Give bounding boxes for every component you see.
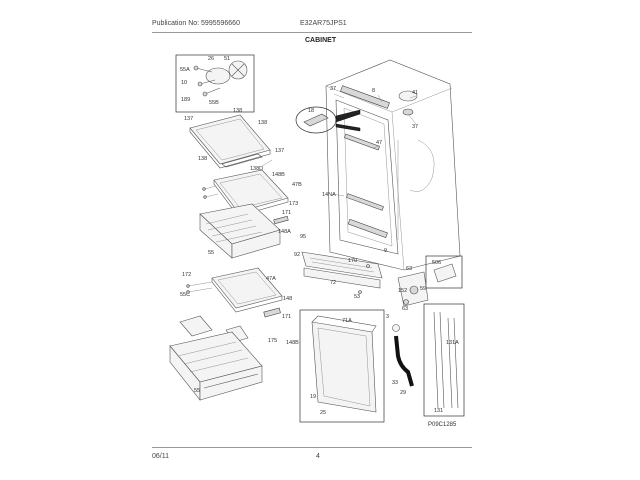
drain-hose [394, 335, 414, 387]
page-number: 4 [316, 453, 320, 460]
callout-55b: 55B [209, 100, 219, 106]
callout-189: 189 [181, 97, 190, 103]
callout-175: 175 [268, 338, 277, 344]
callout-19: 19 [310, 394, 316, 400]
callout-9: 9 [384, 248, 387, 254]
callout-148: 148 [283, 296, 292, 302]
footer-rule [152, 447, 472, 448]
footer-date: 06/11 [152, 453, 169, 460]
callout-171b: 171 [282, 314, 291, 320]
callout-25: 25 [320, 410, 326, 416]
callout-148b-lower: 148B [286, 340, 299, 346]
model-number: E32AR75JPS1 [300, 20, 347, 27]
callout-63a: 63 [406, 266, 412, 272]
callout-47: 47 [376, 140, 382, 146]
header-rule [152, 32, 472, 33]
section-title: CABINET [305, 37, 337, 44]
inset-detail-506: 506 [425, 255, 463, 289]
callout-506: 506 [432, 260, 441, 266]
figure-code: P09C1285 [428, 422, 457, 428]
callout-137a: 137 [184, 116, 193, 122]
leveler-bracket: 152 59 63 [397, 271, 429, 312]
callout-47a: 47A [266, 276, 276, 282]
callout-148b-upper: 148B [272, 172, 285, 178]
callout-3: 3 [386, 314, 389, 320]
callout-51: 51 [224, 56, 230, 62]
callout-47b: 47B [292, 182, 302, 188]
callout-8: 8 [372, 88, 375, 94]
publication-number: Publication No: 5995596660 [152, 20, 240, 27]
callout-37b: 37 [412, 124, 418, 130]
inset-trim-strips: 131A 131 [423, 303, 465, 417]
callout-172: 172 [182, 272, 191, 278]
callout-137b: 137 [275, 148, 284, 154]
callout-72: 72 [330, 280, 336, 286]
callout-71a: 71A [342, 318, 352, 324]
crisper-drawer-lower: 172 47A 148 55C 171 175 148B 55 [169, 267, 299, 401]
callout-131: 131 [434, 408, 443, 414]
callout-148a: 148A [278, 229, 291, 235]
callout-55: 55 [208, 250, 214, 256]
callout-171a: 171 [282, 210, 291, 216]
toe-grille-170: 92 170 72 53 63 [294, 251, 412, 300]
callout-138a: 138 [233, 108, 242, 114]
crisper-drawer-upper: 47B 173 171 55 148A [199, 169, 302, 259]
callout-29: 29 [400, 390, 406, 396]
callout-10: 10 [181, 80, 187, 86]
callout-18: 18 [308, 108, 314, 114]
drain-tube: 3 33 29 [386, 314, 414, 396]
cabinet-body: 37 8 41 37 47 14NA 95 9 [300, 59, 461, 271]
callout-14na: 14NA [322, 192, 336, 198]
callout-138: 138 [198, 156, 207, 162]
callout-173: 173 [289, 201, 298, 207]
callout-55a: 55A [180, 67, 190, 73]
callout-33: 33 [392, 380, 398, 386]
callout-37a: 37 [330, 86, 336, 92]
callout-152: 152 [398, 288, 407, 294]
callout-131a: 131A [446, 340, 459, 346]
callout-138d: 138D [250, 166, 263, 172]
callout-53: 53 [354, 294, 360, 300]
callout-170: 170 [348, 258, 357, 264]
callout-63b: 63 [402, 306, 408, 312]
callout-55-lower: 55 [194, 388, 200, 394]
glass-shelf-138: 137 138 138 138 137 138D 148B [184, 108, 285, 178]
callout-59: 59 [420, 286, 426, 292]
callout-26: 26 [208, 56, 214, 62]
callout-138b: 138 [258, 120, 267, 126]
callout-41: 41 [412, 90, 418, 96]
inset-door-liner: 71A 19 25 [299, 309, 385, 423]
callout-92: 92 [294, 252, 300, 258]
callout-95: 95 [300, 234, 306, 240]
callout-55c: 55C [180, 292, 190, 298]
inset-detail-18: 18 [295, 106, 361, 134]
inset-hinge-detail: 55A 26 51 10 189 55B [175, 54, 255, 113]
